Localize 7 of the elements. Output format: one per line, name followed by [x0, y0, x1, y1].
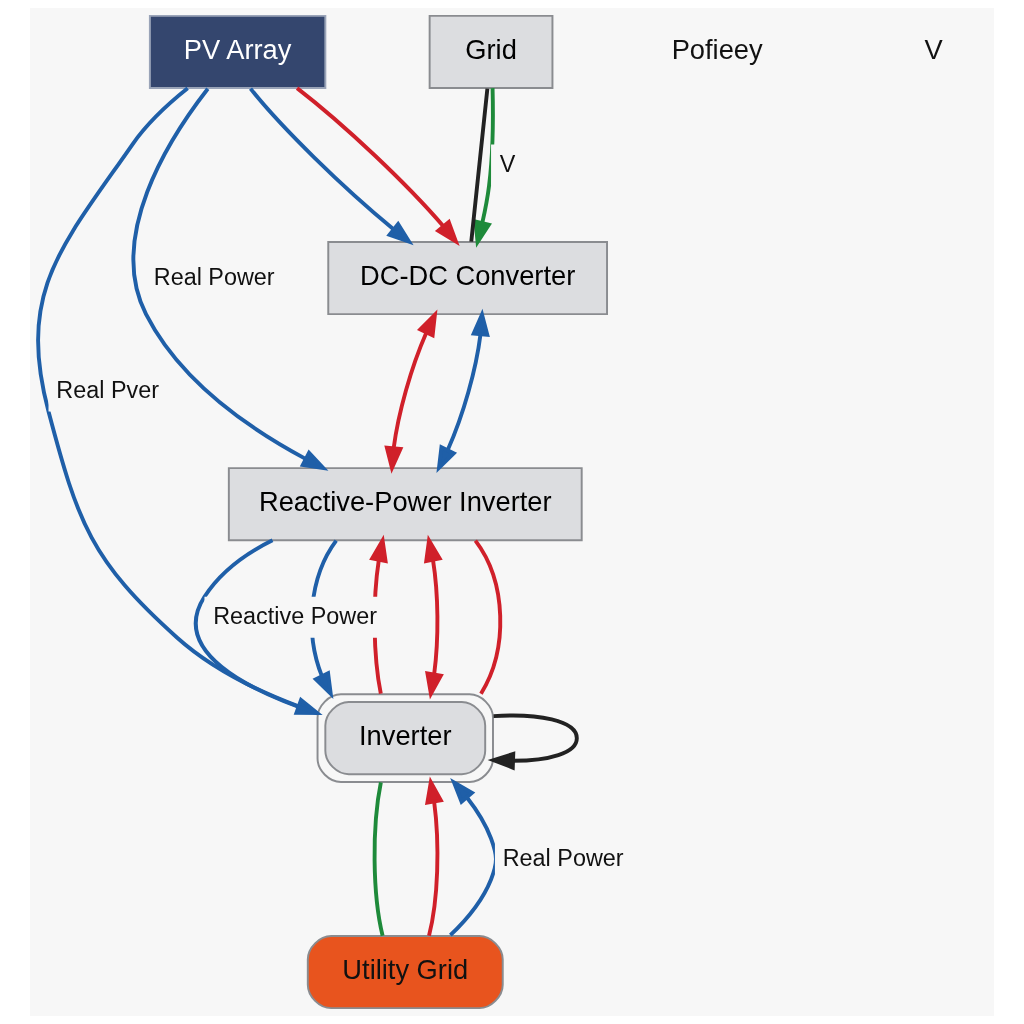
label: Pofieey — [671, 34, 763, 66]
label: V — [924, 34, 943, 66]
edge-label: Real Power — [502, 845, 624, 872]
edge-label: Real Power — [153, 264, 275, 291]
edge-label: V — [499, 151, 516, 178]
edge-label: Real Pver — [56, 377, 159, 404]
edge-label: Reactive Power — [213, 603, 377, 630]
